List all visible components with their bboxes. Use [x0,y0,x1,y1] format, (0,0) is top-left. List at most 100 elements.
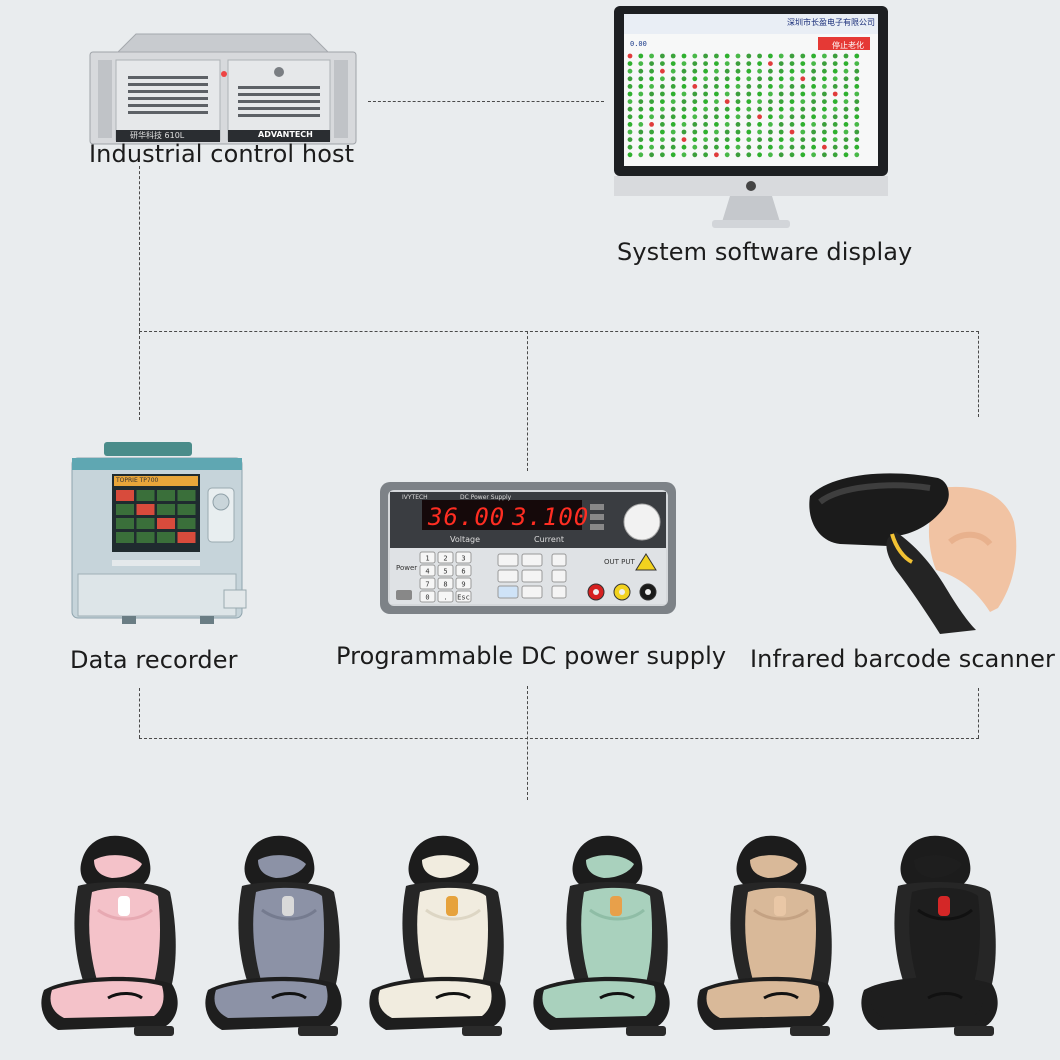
psu-key[interactable] [419,551,436,564]
screen-status-dot [703,61,708,66]
screen-status-dot [768,137,773,143]
psu-output-caption: OUT PUT [604,558,635,566]
screen-status-dot [670,84,676,89]
screen-status-dot [670,61,676,66]
screen-status-dot [843,122,849,127]
screen-status-dot [703,84,708,89]
monitor-image: 深圳市长盈电子有限公司 停止老化 0.00 [612,4,890,232]
seat-rail [134,1026,174,1036]
screen-status-dot [724,129,730,135]
screen-status-dot [681,61,687,66]
screen-status-dot [714,152,719,158]
screen-status-dot [843,99,849,104]
recorder-channel-cell [157,532,175,543]
seat-badge [282,896,294,916]
screen-status-dot [627,84,633,89]
screen-status-dot [778,84,784,89]
seat-base-cushion [378,981,492,1018]
screen-status-dot [843,76,849,82]
screen-status-dot [681,137,687,143]
screen-status-dot [714,84,719,89]
screen-status-dot [649,84,654,89]
screen-status-dot [789,152,795,158]
psu-key[interactable] [437,564,454,577]
seat-backrest-cushion [909,887,980,990]
screen-status-dot [660,114,665,120]
psu-key[interactable] [455,564,472,577]
industrial-host-image: 研华科技 610L ADVANTECH [88,30,358,148]
car-seat-gray [205,835,342,1036]
screen-status-dot [789,144,795,150]
screen-status-dot [649,129,654,135]
screen-status-dot [627,152,633,158]
barcode-scanner-image [800,462,1022,640]
screen-status-dot [854,99,860,104]
screen-status-dot [735,152,741,158]
screen-status-dot [811,144,816,150]
screen-status-dot [681,114,687,120]
psu-current-caption: Current [534,535,565,544]
screen-status-dot [822,137,827,143]
psu-key[interactable] [455,551,472,564]
screen-status-dot [681,84,687,89]
screen-status-dot [832,106,838,112]
screen-status-dot [822,76,827,82]
psu-key[interactable] [419,564,436,577]
screen-status-dot [714,91,719,97]
screen-status-dot [660,137,665,143]
seat-base-cushion [542,981,656,1018]
psu-key[interactable] [437,577,454,590]
screen-status-dot [692,99,698,104]
screen-status-dot [735,84,741,89]
seat-backrest-cushion [581,887,652,990]
link-bus-recorder [139,331,140,420]
screen-status-dot [811,106,816,112]
screen-status-dot [757,76,762,82]
screen-status-dot [843,61,849,66]
psu-key-label: 1 [425,555,429,563]
psu-key[interactable] [455,590,472,603]
screen-status-dot [822,61,827,66]
screen-status-dot [854,152,860,158]
screen-status-dot [778,122,784,127]
car-seat-beige [697,835,834,1036]
psu-key[interactable] [419,590,436,603]
psu-key[interactable] [437,551,454,564]
seat-stitch [917,908,973,921]
screen-status-dot [789,129,795,135]
screen-status-dot [822,99,827,104]
screen-status-dot [735,129,741,135]
monitor-stop-button[interactable]: 停止老化 [832,41,864,50]
screen-status-dot [746,84,752,89]
screen-status-dot [703,106,708,112]
screen-status-dot [757,129,762,135]
screen-status-dot [843,106,849,112]
screen-status-dot [714,106,719,112]
screen-status-dot [724,137,730,143]
recorder-channel-cell [157,504,175,515]
screen-status-dot [649,76,654,82]
screen-status-dot [692,76,698,82]
screen-status-dot [638,106,644,112]
screen-status-dot [649,122,654,127]
screen-status-dot [714,53,719,59]
psu-key-label: Esc [457,594,470,602]
psu-key[interactable] [437,590,454,603]
screen-status-dot [724,53,730,59]
screen-status-dot [757,84,762,89]
screen-status-dot [660,53,665,59]
screen-status-dot [714,122,719,127]
screen-status-dot [649,106,654,112]
psu-key[interactable] [455,577,472,590]
screen-status-dot [778,152,784,158]
seat-cable [271,992,307,1000]
screen-status-dot [627,61,633,66]
monitor-label: System software display [617,238,913,266]
screen-status-dot [757,99,762,104]
screen-status-dot [724,122,730,127]
screen-status-dot [832,53,838,59]
psu-key[interactable] [419,577,436,590]
screen-status-dot [757,137,762,143]
screen-status-dot [811,68,816,74]
screen-status-dot [670,144,676,150]
